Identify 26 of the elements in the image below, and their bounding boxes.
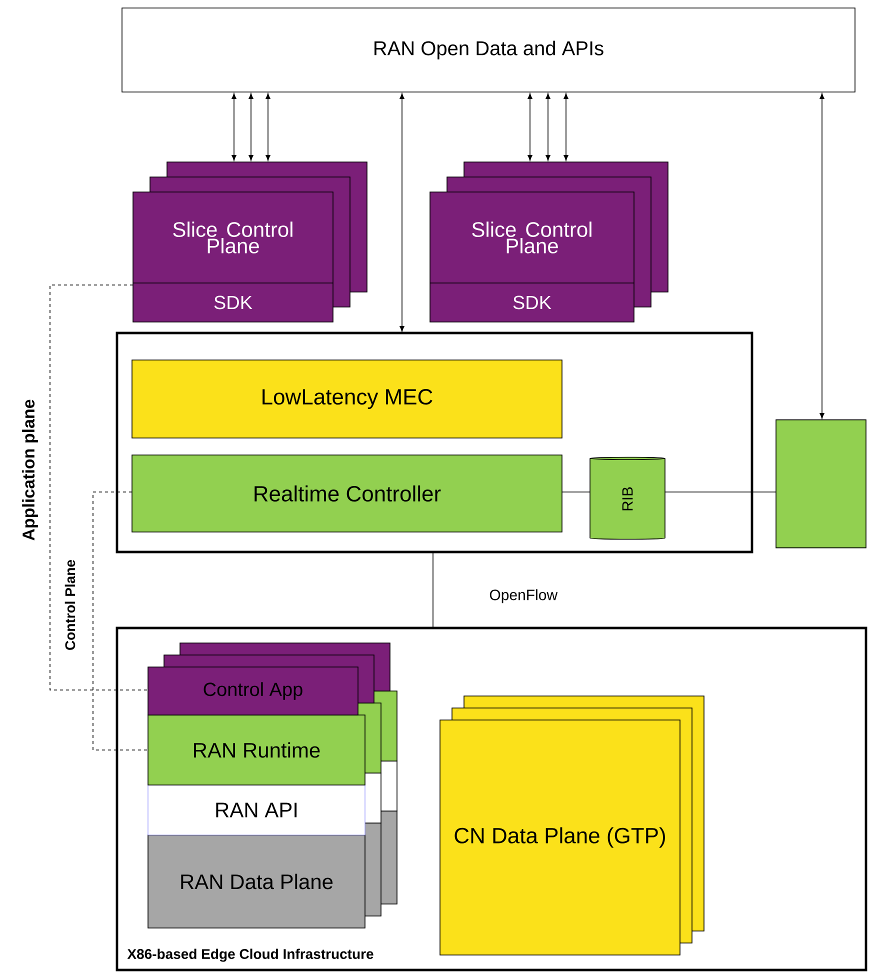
- process-box: Realtime Controller: [132, 454, 562, 532]
- process-box: LowLatency MEC: [132, 360, 562, 438]
- node-label: SDK: [513, 296, 552, 310]
- arrow: [266, 93, 270, 161]
- dashed-connector: [92, 492, 148, 750]
- edge-label: Control Plane: [64, 558, 76, 652]
- node-label: SDK: [214, 296, 252, 310]
- slice-control-box: Slice Control Plane SDK: [430, 162, 668, 322]
- dashed-connector: [50, 284, 148, 690]
- process-box: RAN Open Data and APIs: [122, 8, 856, 92]
- arrow: [564, 93, 568, 161]
- edge-label: OpenFlow: [488, 588, 559, 604]
- arrow: [232, 93, 236, 161]
- process-box: CN Data Plane (GTP): [440, 696, 704, 956]
- arrow: [400, 93, 404, 332]
- database-cylinder: [776, 419, 866, 548]
- connector-line: [432, 552, 434, 628]
- controller-frame: [116, 332, 754, 554]
- layer-box: Control App: [148, 642, 390, 716]
- slice-control-box: Slice Control Plane SDK: [132, 162, 368, 322]
- edge-label: Application plane: [21, 398, 39, 542]
- arrow: [248, 93, 254, 161]
- database-cylinder: RIB: [590, 456, 666, 540]
- arrow: [820, 93, 824, 419]
- arrow: [528, 93, 532, 161]
- arrow: [546, 93, 550, 161]
